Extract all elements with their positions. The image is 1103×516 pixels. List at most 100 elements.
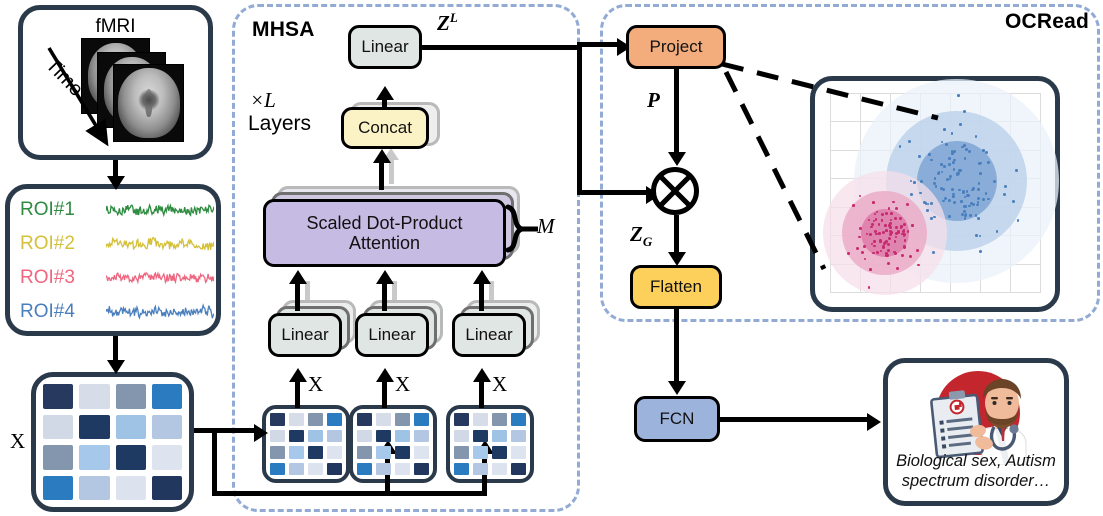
projection-edge-label: P [647, 88, 660, 112]
cluster-blue-point [970, 202, 974, 206]
cluster-blue-point [944, 196, 948, 200]
project-node[interactable]: Project [626, 25, 726, 69]
matrix-cell [376, 429, 391, 442]
matrix-cell [327, 446, 342, 459]
matrix-cell [308, 446, 323, 459]
cluster-pink-point [885, 254, 889, 258]
cluster-blue-point [934, 185, 938, 189]
cluster-blue-point [948, 177, 952, 181]
multiply-operator[interactable] [651, 167, 699, 215]
cluster-pink-point [899, 226, 903, 230]
cluster-pink-point [859, 226, 863, 230]
fcn-node[interactable]: FCN [634, 396, 720, 442]
cluster-blue-point [947, 163, 951, 167]
cluster-blue-point [928, 153, 931, 156]
input-feature-matrix-grid [43, 384, 182, 500]
roi-label: ROI#2 [20, 233, 75, 254]
matrix-cell [43, 384, 74, 409]
mhsa-layers-multiplier: ×L [250, 88, 276, 112]
head-matrix-grid-3 [454, 413, 526, 475]
cluster-blue-point [929, 158, 933, 162]
matrix-cell [308, 413, 323, 426]
matrix-cell [151, 445, 182, 470]
matrix-cell [473, 446, 488, 459]
linear-head-node-3[interactable]: Linear [452, 313, 526, 357]
connector-linear2-to-attention [382, 281, 387, 311]
matrix-cell [454, 413, 469, 426]
prediction-line-1: Biological sex, Autism [896, 451, 1056, 470]
cluster-pink-point [861, 251, 865, 255]
cluster-pink-point [893, 240, 897, 243]
matrix-cell [43, 414, 74, 439]
cluster-pink-point [900, 232, 904, 236]
matrix-cell [308, 429, 323, 442]
cluster-pink-point [872, 201, 875, 204]
cluster-pink-point [902, 232, 906, 236]
cluster-blue-point [933, 177, 937, 180]
cluster-blue-point [963, 195, 967, 199]
roi-row: ROI#3 [20, 263, 214, 293]
matrix-cell [43, 445, 74, 470]
matrix-cell [357, 429, 372, 442]
matrix-cell [492, 429, 507, 442]
cluster-blue-point [932, 181, 936, 185]
cluster-blue-point [978, 162, 982, 166]
cluster-blue-point [987, 161, 990, 165]
cluster-blue-point [909, 193, 913, 197]
matrix-cell [357, 462, 372, 475]
cluster-pink-point [903, 244, 907, 248]
cluster-blue-point [1004, 184, 1008, 188]
cluster-blue-point [950, 187, 954, 191]
cluster-blue-point [963, 157, 967, 160]
cluster-pink-point [874, 218, 878, 221]
cluster-pink-point [900, 225, 903, 228]
cluster-blue-point [995, 230, 999, 233]
cluster-blue-point [978, 250, 982, 254]
fmri-panel-title: fMRI [95, 16, 136, 37]
matrix-cell [395, 462, 410, 475]
cluster-pink-point [911, 224, 914, 228]
cluster-blue-point [913, 181, 916, 184]
attention-node[interactable]: Scaled Dot-Product Attention [263, 199, 506, 267]
cluster-blue-point [964, 213, 968, 217]
cluster-blue-point [948, 157, 951, 160]
linear-head-node-1[interactable]: Linear [268, 313, 342, 357]
cluster-pink-point [870, 225, 873, 229]
arrowhead [472, 368, 491, 382]
cluster-pink-point [902, 230, 905, 233]
cluster-pink-point [890, 231, 893, 234]
matrix-cell [357, 446, 372, 459]
flatten-node[interactable]: Flatten [630, 265, 722, 309]
graph-embedding-edge-label: ZG [630, 222, 653, 250]
linear-output-node[interactable]: Linear [348, 25, 422, 69]
cluster-blue-point [953, 150, 957, 154]
cluster-pink-point [889, 218, 893, 222]
connector-attention-to-concat [379, 160, 384, 190]
matrix-cell [414, 446, 429, 459]
cluster-pink-point [887, 243, 891, 247]
ocread-module-frame [600, 4, 1100, 322]
matrix-cell [511, 462, 526, 475]
cluster-blue-point [918, 154, 922, 158]
cluster-pink-point [873, 212, 877, 216]
cluster-blue-point [971, 202, 975, 206]
cluster-blue-point [987, 197, 990, 201]
matrix-cell [115, 384, 146, 409]
roi-waveform [106, 203, 214, 218]
matrix-cell [414, 462, 429, 475]
cluster-pink-point [898, 216, 902, 220]
cluster-pink-point [872, 251, 875, 255]
cluster-pink-point [903, 222, 906, 226]
cluster-scatter-plot [822, 78, 1059, 295]
linear-head-node-2[interactable]: Linear [355, 313, 429, 357]
matrix-cell [79, 414, 110, 439]
concat-node[interactable]: Concat [341, 107, 429, 149]
matrix-cell [511, 429, 526, 442]
matrix-cell [473, 413, 488, 426]
matrix-cell [376, 462, 391, 475]
connector-matrix1-to-linear1 [295, 380, 300, 408]
grid-line-horizontal [830, 292, 1041, 293]
ghost-connector [392, 281, 397, 311]
cluster-pink-point [892, 200, 895, 204]
cluster-pink-point [888, 236, 891, 240]
